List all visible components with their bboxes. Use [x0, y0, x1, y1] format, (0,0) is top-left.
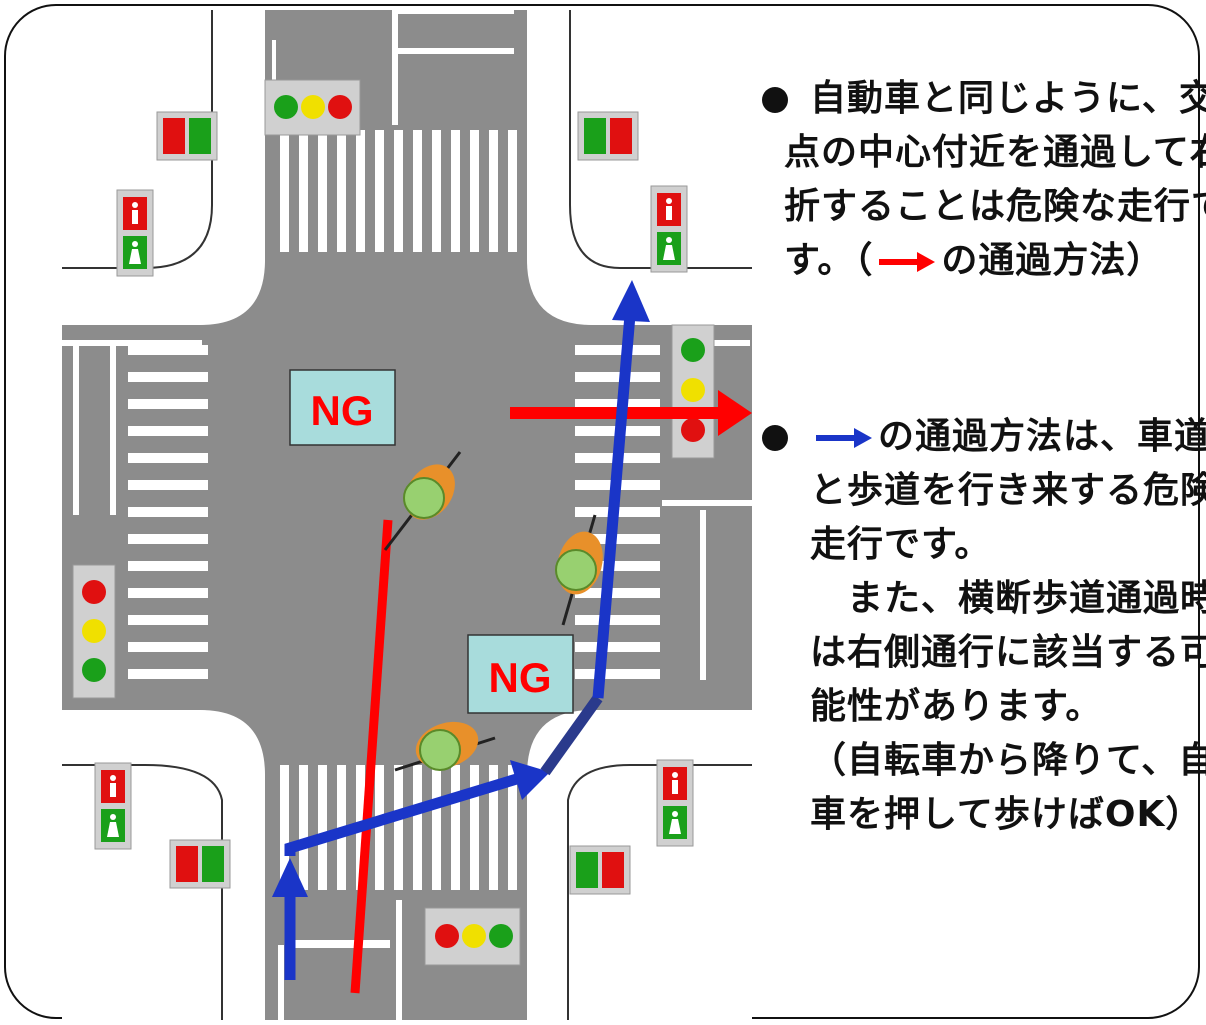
- pedestrian-signal-horizontal-bottom-left: [169, 839, 231, 889]
- traffic-light-bottom: [424, 907, 521, 966]
- red-route-ng: [350, 390, 752, 994]
- pedestrian-signal-horizontal-bottom-right: [569, 845, 631, 895]
- red-arrow-icon: [879, 252, 936, 272]
- traffic-light-right: [671, 324, 715, 459]
- explanation-2-line-2: と歩道を行き来する危険な: [810, 470, 1206, 511]
- pedestrian-signal-bottom-right: [656, 759, 694, 847]
- explanation-2-line-8: 車を押して歩けばOK）: [810, 794, 1203, 835]
- ng-sign-top: NG: [289, 369, 396, 446]
- ng-label-top: NG: [311, 387, 374, 434]
- explanation-2-line-6: 能性があります。: [810, 686, 1103, 727]
- cyclist-lower: [394, 721, 496, 772]
- pedestrian-signal-bottom-left: [94, 762, 132, 850]
- explanation-1-line-3: 折することは危険な走行で: [784, 186, 1206, 227]
- lane-markings: [62, 10, 752, 1020]
- pedestrian-signal-horizontal-top-right: [577, 111, 639, 161]
- blue-arrow-icon: [816, 428, 872, 448]
- explanation-2-line-3: 走行です。: [810, 524, 992, 565]
- crosswalk-left: [128, 345, 208, 679]
- cyclist-upper: [383, 451, 462, 551]
- sidewalk-lines: [62, 10, 752, 1020]
- traffic-light-top: [264, 79, 361, 136]
- blue-route-ng: [272, 280, 650, 980]
- bullet-icon: [762, 87, 788, 113]
- pedestrian-signal-horizontal-top-left: [156, 111, 218, 161]
- explanation-2-line-4: また、横断歩道通過時: [810, 578, 1206, 619]
- explanation-1-line-2: 点の中心付近を通過して右: [784, 132, 1206, 173]
- explanation-2-line-1-post: の通過方法は、車道: [878, 416, 1206, 457]
- explanation-block-2: の通過方法は、車道 と歩道を行き来する危険な 走行です。 また、横断歩道通過時 …: [762, 410, 1206, 842]
- pedestrian-signal-top-left: [116, 189, 154, 277]
- explanation-block-1: 自動車と同じように、交差 点の中心付近を通過して右 折することは危険な走行で す…: [762, 72, 1206, 288]
- intersection-area: NG NG: [62, 10, 752, 1020]
- explanation-1-line-1: 自動車と同じように、交差: [810, 78, 1206, 119]
- ng-label-bottom: NG: [489, 654, 552, 701]
- bullet-icon: [762, 425, 788, 451]
- cyclist-middle: [555, 514, 603, 626]
- crosswalk-top: [280, 130, 517, 252]
- explanation-1-line-4-pre: す。（: [784, 240, 874, 281]
- traffic-light-left: [72, 564, 116, 699]
- ng-sign-bottom: NG: [467, 634, 574, 714]
- curb-corners: [62, 10, 752, 1020]
- pedestrian-signal-top-right: [650, 185, 688, 273]
- explanation-1-line-4-post: の通過方法）: [941, 240, 1164, 281]
- explanation-2-line-5: は右側通行に該当する可: [810, 632, 1206, 673]
- explanation-2-line-7: （自転車から降りて、自転: [810, 740, 1206, 781]
